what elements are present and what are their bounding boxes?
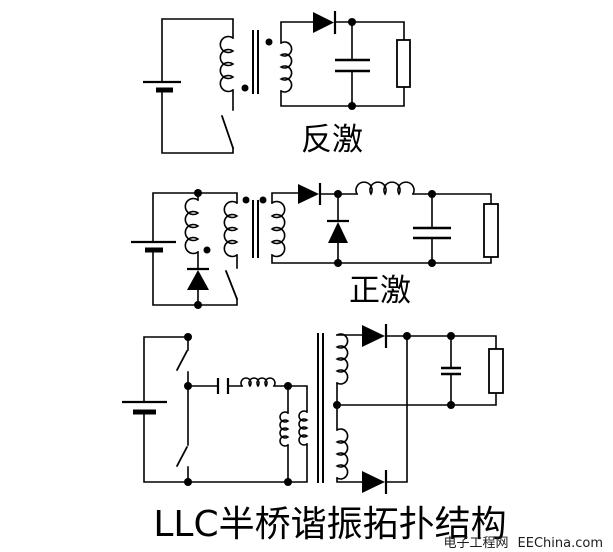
junction-dot: [184, 382, 192, 390]
junction-dot: [348, 102, 356, 110]
watermark-site-name: 电子工程网: [444, 536, 509, 551]
llc-circuit: LLC半桥谐振拓扑结构: [122, 324, 507, 545]
reset-winding-icon: [184, 197, 211, 255]
battery-icon: [131, 240, 176, 253]
junction-dot: [403, 332, 411, 340]
junction-dot: [333, 401, 341, 409]
junction-dot: [428, 190, 436, 198]
primary-winding: [298, 410, 309, 446]
primary-winding: [223, 200, 239, 258]
transformer-core: [252, 200, 259, 258]
secondary-winding: [279, 41, 293, 93]
resistor-icon: [396, 39, 411, 88]
high-side-switch-icon: [176, 350, 188, 371]
junction-dot: [447, 401, 455, 409]
flyback-circuit: 反激: [143, 11, 411, 158]
low-side-switch-icon: [176, 446, 188, 467]
secondary-winding-bottom: [335, 428, 349, 480]
junction-dot: [184, 333, 192, 341]
llc-title-label: LLC半桥谐振拓扑结构: [153, 504, 506, 545]
capacitor-icon: [413, 226, 451, 240]
battery-icon: [143, 80, 181, 93]
watermark: 电子工程网 EEChina.com: [444, 536, 603, 551]
junction-dot: [284, 382, 292, 390]
llc-wires: [143, 334, 497, 483]
secondary-winding-top: [335, 333, 349, 385]
flyback-wires: [161, 18, 405, 154]
resonant-inductor-icon: [240, 377, 276, 388]
resonant-capacitor-icon: [216, 378, 230, 394]
junction-dot: [428, 259, 436, 267]
transformer-icon: [298, 333, 349, 483]
capacitor-icon: [335, 58, 370, 73]
series-diode-icon: [298, 183, 322, 205]
secondary-winding: [270, 200, 286, 258]
watermark-domain: EEChina.com: [518, 536, 603, 551]
polarity-dot: [241, 84, 249, 92]
polarity-dot: [265, 38, 273, 46]
rectifier-diode-top-icon: [362, 324, 388, 348]
freewheeling-diode-icon: [327, 219, 349, 243]
junction-dot: [334, 190, 342, 198]
switch-icon: [221, 115, 234, 149]
junction-dot: [348, 18, 356, 26]
forward-circuit: 正激: [131, 181, 499, 309]
transformer-core: [317, 333, 324, 483]
flyback-label: 反激: [301, 122, 363, 158]
junction-dot: [334, 259, 342, 267]
junction-dot: [194, 301, 202, 309]
junction-dot: [447, 332, 455, 340]
forward-label: 正激: [349, 273, 411, 309]
magnetizing-inductor-icon: [279, 411, 290, 447]
reset-diode-icon: [187, 267, 209, 290]
output-capacitor-icon: [441, 366, 461, 376]
primary-winding: [219, 35, 235, 93]
polarity-dot: [242, 196, 250, 204]
battery-icon: [122, 400, 167, 415]
switch-icon: [225, 270, 238, 300]
transformer-icon: [223, 196, 286, 258]
diode-icon: [313, 11, 337, 34]
transformer-icon: [219, 30, 293, 94]
polarity-dot: [259, 196, 267, 204]
transformer-core: [252, 30, 259, 94]
resistor-icon: [488, 348, 504, 394]
output-inductor-icon: [355, 181, 415, 196]
junction-dot: [184, 478, 192, 486]
resistor-icon: [483, 203, 499, 258]
polarity-dot: [203, 246, 211, 254]
rectifier-diode-bottom-icon: [362, 470, 388, 494]
junction-dot: [284, 478, 292, 486]
junction-dot: [194, 189, 202, 197]
